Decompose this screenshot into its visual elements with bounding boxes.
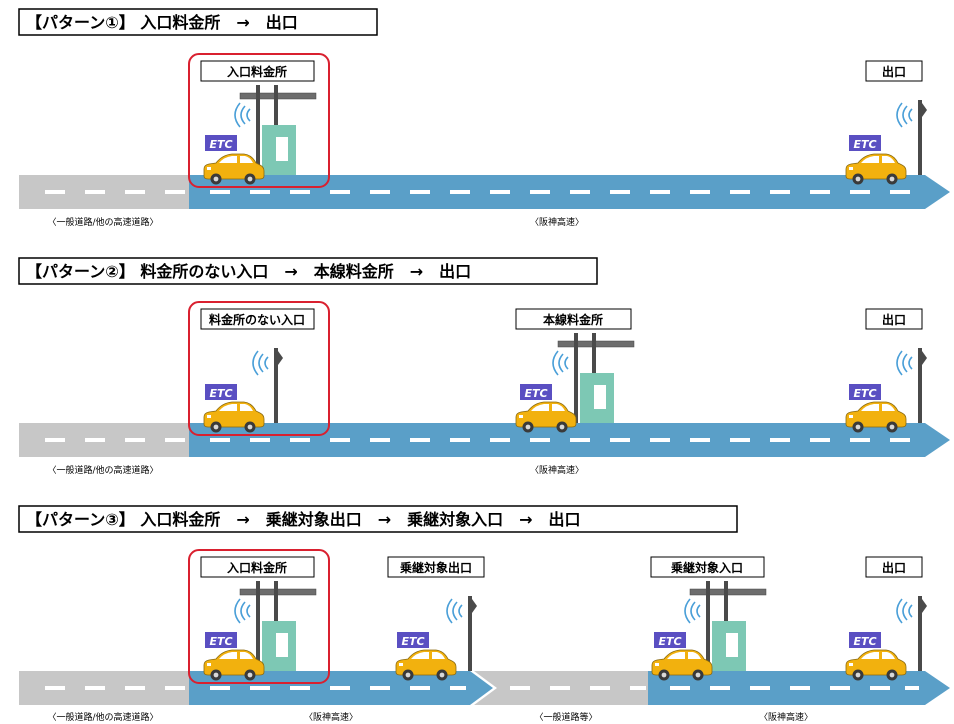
pattern-2: 【パターン②】 料金所のない入口 → 本線料金所 → 出口 ETC 料金所のない… [18,257,950,476]
station-label: 乗継対象出口 [400,560,472,575]
station-label: 入口料金所 [227,64,287,79]
station-label: 本線料金所 [543,312,603,327]
road-label: 〈一般道路/他の高速道路〉 [47,464,158,476]
pattern-1-title: 【パターン①】 入口料金所 → 出口 [26,13,298,32]
station-label-box [515,308,632,330]
highlight-box [188,301,330,436]
highlight-box [188,549,330,684]
pattern-3: 【パターン③】 入口料金所 → 乗継対象出口 → 乗継対象入口 → 出口 ETC… [18,505,950,723]
station-label: 料金所のない入口 [209,312,305,327]
etc-badge-label: ETC [853,387,876,400]
station-label-box [200,556,315,578]
station-label-box [200,308,315,330]
station-label-box [865,556,923,578]
pattern-3-title-box [18,505,738,533]
road-label: 〈阪神高速〉 [304,711,358,723]
road-label: 〈阪神高速〉 [530,216,584,228]
etc-antenna-icon [896,347,928,424]
pattern-1: 【パターン①】 入口料金所 → 出口 ETC 入口料金所 出口 ETC 〈一般道… [18,8,950,228]
etc-badge-label: ETC [209,387,232,400]
etc-badge-label: ETC [524,387,547,400]
road-label: 〈一般道路/他の高速道路〉 [47,216,158,228]
pattern-3-title: 【パターン③】 入口料金所 → 乗継対象出口 → 乗継対象入口 → 出口 [26,510,581,529]
etc-badge-label: ETC [853,635,876,648]
etc-badge-label: ETC [401,635,424,648]
etc-badge-label: ETC [209,138,232,151]
lane-markings [45,438,910,442]
road-label: 〈阪神高速〉 [530,464,584,476]
station-label: 入口料金所 [227,560,287,575]
station-label: 出口 [882,560,906,575]
etc-badge-label: ETC [209,635,232,648]
expressway [189,423,950,457]
station-label-box [650,556,765,578]
station-label: 乗継対象入口 [671,560,743,575]
expressway [189,175,950,209]
pattern-1-title-box [18,8,378,36]
etc-antenna-icon [446,595,478,672]
etc-badge-label: ETC [853,138,876,151]
highlight-box [188,53,330,188]
station-label: 出口 [882,64,906,79]
pattern-2-title-box [18,257,598,285]
etc-badge-label: ETC [658,635,681,648]
lane-markings [45,190,910,194]
station-label-box [865,60,923,82]
station-label-box [865,308,923,330]
pattern-2-title: 【パターン②】 料金所のない入口 → 本線料金所 → 出口 [26,262,471,281]
station-label: 出口 [882,312,906,327]
lane-markings [45,686,919,690]
etc-antenna-icon [896,99,928,176]
road-label: 〈一般道路/他の高速道路〉 [47,711,158,723]
etc-antenna-icon [896,595,928,672]
road-label: 〈一般道路等〉 [534,711,597,723]
road-label: 〈阪神高速〉 [759,711,813,723]
station-label-box [387,556,485,578]
station-label-box [200,60,315,82]
